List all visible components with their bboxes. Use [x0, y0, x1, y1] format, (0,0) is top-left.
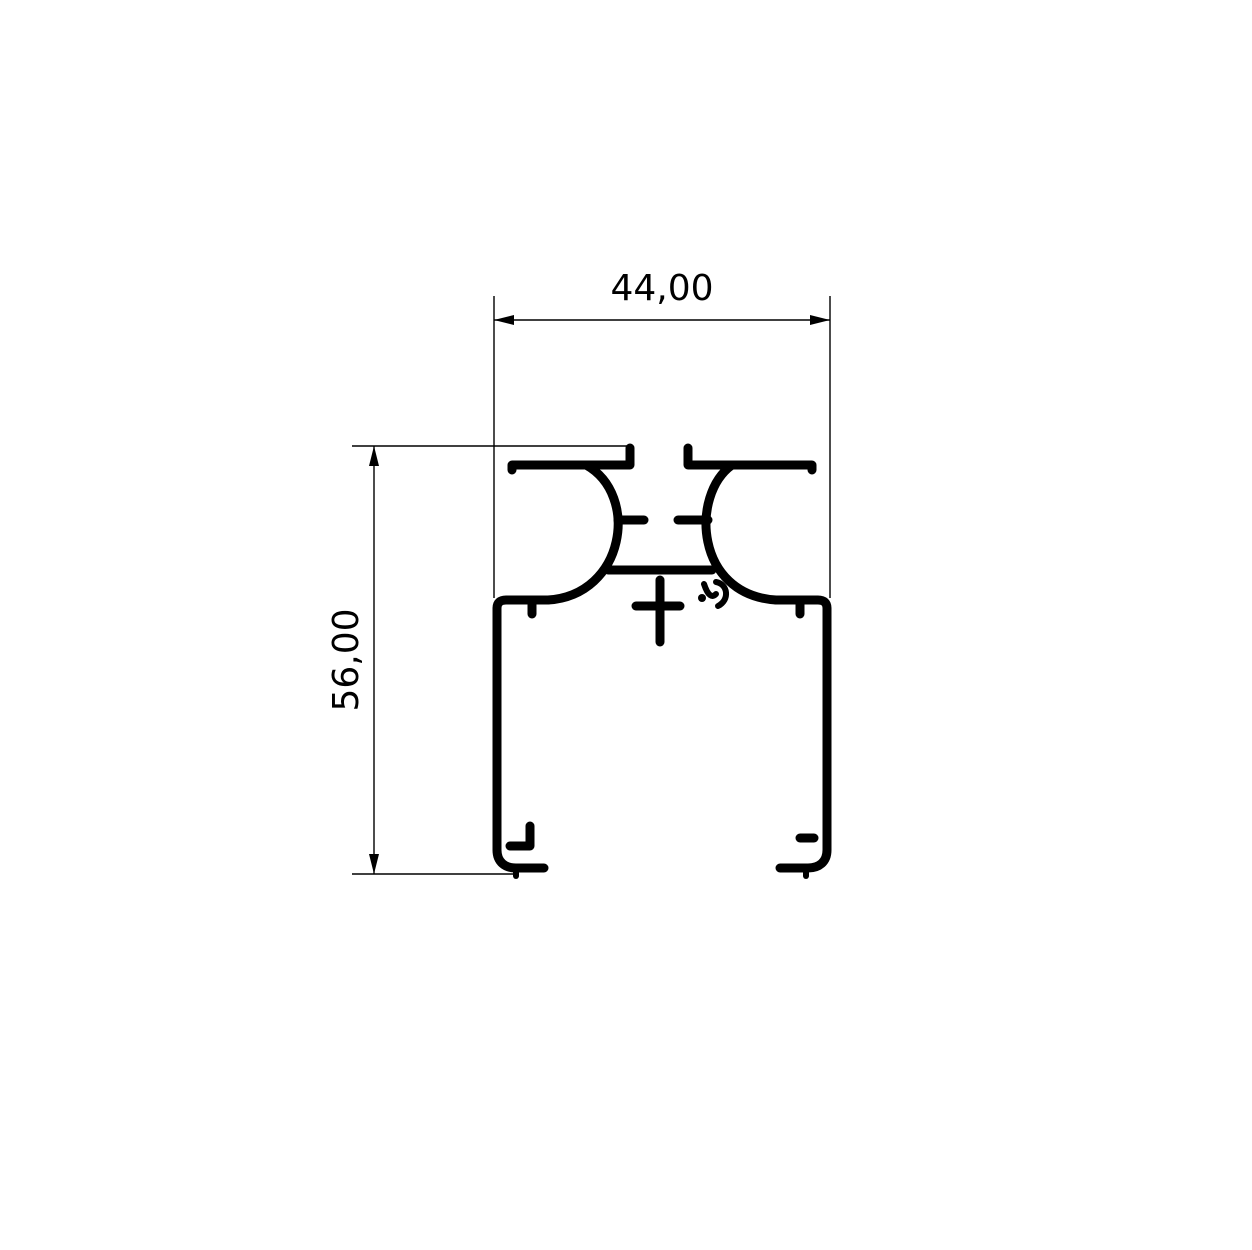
width-dimension-label: 44,00 — [610, 268, 713, 309]
left-wall — [492, 595, 553, 873]
gasket-detail — [701, 579, 729, 609]
width-arrow-left — [494, 315, 514, 325]
top-left-flange — [507, 443, 635, 475]
gasket-dot — [698, 594, 706, 602]
height-arrow-bottom — [369, 854, 379, 874]
width-dimension: 44,00 — [493, 268, 831, 598]
height-dimension-label: 56,00 — [326, 608, 367, 711]
right-wall — [771, 595, 832, 873]
top-right-flange — [683, 443, 817, 475]
left-wall-bottom-hook — [505, 821, 535, 851]
right-round-channel — [701, 460, 781, 605]
left-round-channel — [543, 460, 623, 605]
width-arrow-right — [810, 315, 830, 325]
height-dimension: 56,00 — [326, 445, 628, 875]
height-arrow-top — [369, 446, 379, 466]
profile-section — [492, 443, 832, 879]
